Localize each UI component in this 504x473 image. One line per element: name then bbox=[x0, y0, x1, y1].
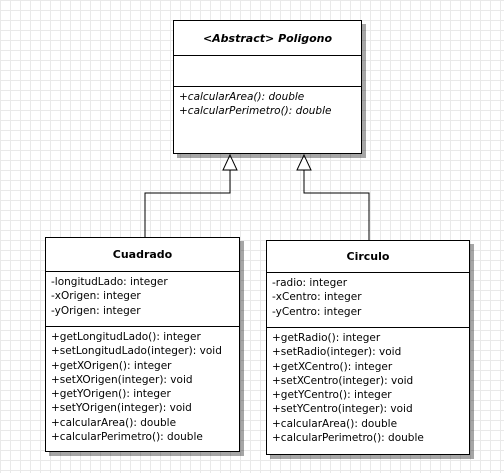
method-row: +getLongitudLado(): integer bbox=[51, 331, 201, 343]
class-title: Cuadrado bbox=[112, 248, 173, 261]
class-circulo[interactable]: Circulo -radio: integer -xCentro: intege… bbox=[266, 240, 470, 455]
method-row: +getXOrigen(): integer bbox=[51, 359, 172, 372]
method-row: +calcularArea(): double bbox=[272, 417, 398, 430]
methods-section-poligono: +calcularArea(): double +calcularPerimet… bbox=[174, 87, 361, 119]
attribute-row: -yCentro: integer bbox=[272, 305, 362, 318]
attribute-row: -xOrigen: integer bbox=[51, 290, 141, 303]
class-name-poligono: <Abstract> Poligono bbox=[174, 21, 361, 56]
method-row: +setLongitudLado(integer): void bbox=[51, 345, 222, 358]
methods-section-cuadrado: +getLongitudLado(): integer +setLongitud… bbox=[46, 327, 239, 444]
method-row: +setRadio(integer): void bbox=[272, 346, 402, 359]
stereotype-label: <Abstract> bbox=[202, 31, 275, 45]
method-row: +getRadio(): integer bbox=[272, 332, 381, 344]
attributes-section-circulo: -radio: integer -xCentro: integer -yCent… bbox=[267, 273, 469, 328]
class-title: Circulo bbox=[346, 250, 390, 263]
method-row: +calcularPerimetro(): double bbox=[179, 105, 332, 118]
method-row: +setXOrigen(integer): void bbox=[51, 373, 193, 386]
attribute-row: -longitudLado: integer bbox=[51, 276, 168, 288]
inheritance-arrowhead-circulo bbox=[296, 153, 312, 171]
method-row: +setYOrigen(integer): void bbox=[51, 402, 192, 415]
class-name-circulo: Circulo bbox=[267, 241, 469, 273]
attribute-row: -radio: integer bbox=[272, 277, 348, 289]
method-row: +setYCentro(integer): void bbox=[272, 403, 413, 416]
method-row: +getXCentro(): integer bbox=[272, 360, 393, 373]
generalization-line-cuadrado bbox=[144, 170, 231, 238]
inheritance-arrowhead-cuadrado bbox=[222, 153, 238, 171]
method-row: +calcularArea(): double bbox=[179, 91, 305, 103]
attributes-section-poligono bbox=[174, 56, 361, 87]
method-row: +calcularArea(): double bbox=[51, 416, 177, 429]
method-row: +getYCentro(): integer bbox=[272, 389, 392, 402]
method-row: +calcularPerimetro(): double bbox=[272, 432, 424, 445]
class-name-cuadrado: Cuadrado bbox=[46, 238, 239, 272]
method-row: +setXCentro(integer): void bbox=[272, 374, 414, 387]
method-row: +calcularPerimetro(): double bbox=[51, 431, 203, 444]
class-poligono[interactable]: <Abstract> Poligono +calcularArea(): dou… bbox=[173, 20, 362, 154]
attribute-row: -yOrigen: integer bbox=[51, 304, 141, 317]
class-title: Poligono bbox=[278, 31, 333, 45]
class-cuadrado[interactable]: Cuadrado -longitudLado: integer -xOrigen… bbox=[45, 237, 240, 452]
attributes-section-cuadrado: -longitudLado: integer -xOrigen: integer… bbox=[46, 272, 239, 327]
method-row: +getYOrigen(): integer bbox=[51, 388, 171, 401]
attribute-row: -xCentro: integer bbox=[272, 291, 362, 304]
generalization-line-circulo bbox=[303, 170, 370, 240]
methods-section-circulo: +getRadio(): integer +setRadio(integer):… bbox=[267, 328, 469, 445]
